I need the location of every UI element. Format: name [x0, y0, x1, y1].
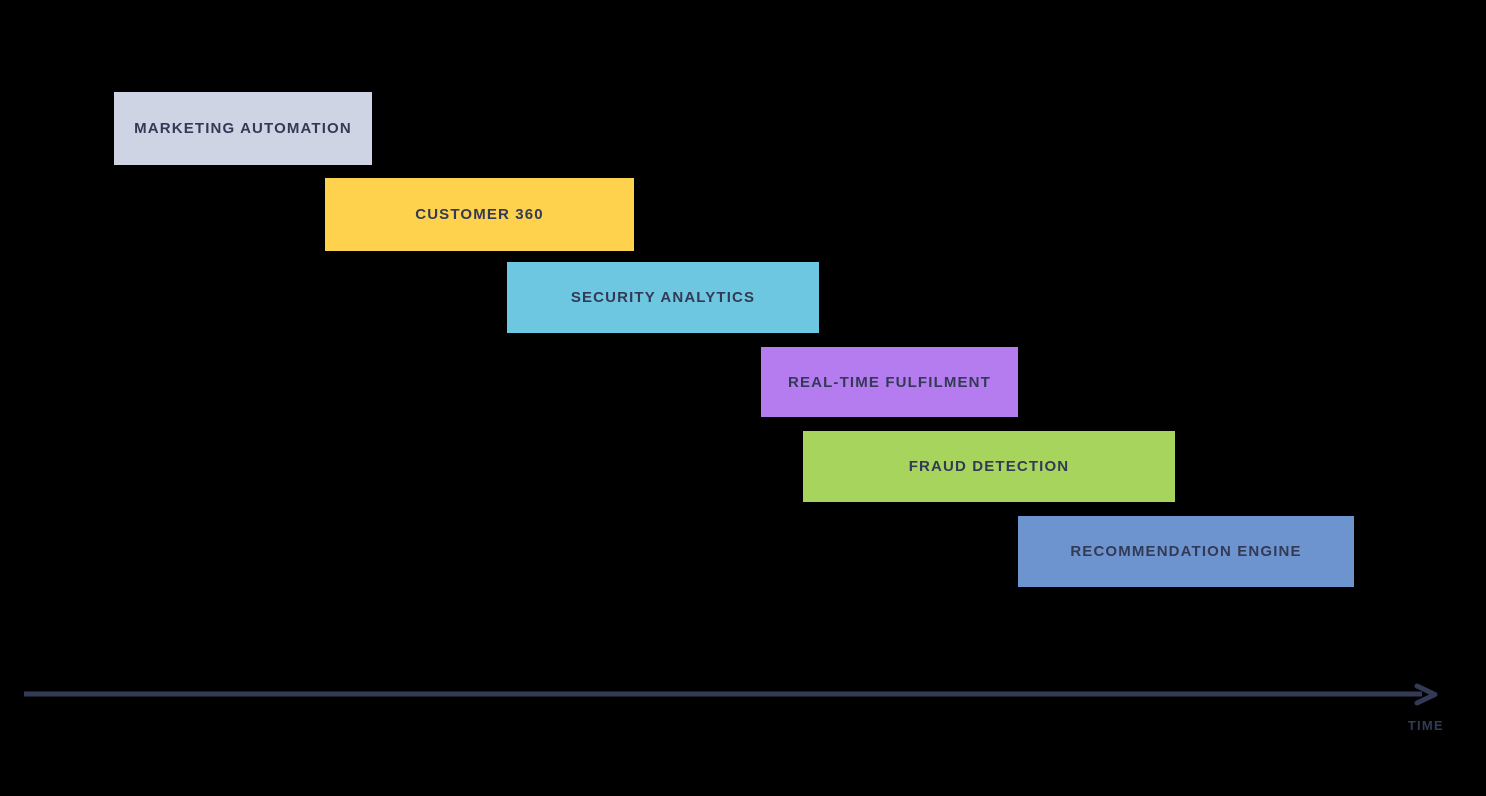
timeline-bar[interactable]: MARKETING AUTOMATION [114, 92, 372, 165]
timeline-bar-label: FRAUD DETECTION [908, 458, 1070, 475]
timeline-bar-label: CUSTOMER 360 [415, 206, 544, 223]
timeline-bar[interactable]: RECOMMENDATION ENGINE [1018, 516, 1354, 587]
time-axis [24, 683, 1444, 708]
time-axis-label: TIME [1407, 718, 1444, 733]
timeline-bar[interactable]: SECURITY ANALYTICS [507, 262, 819, 333]
timeline-bar[interactable]: CUSTOMER 360 [325, 178, 634, 251]
timeline-bar-label: SECURITY ANALYTICS [570, 289, 756, 306]
timeline-bar-label: MARKETING AUTOMATION [134, 120, 352, 137]
timeline-bar[interactable]: FRAUD DETECTION [803, 431, 1175, 502]
timeline-bar-label: REAL-TIME FULFILMENT [788, 373, 991, 391]
timeline-bar-label: RECOMMENDATION ENGINE [1070, 543, 1302, 560]
arrow-right-icon [1414, 683, 1438, 706]
timeline-bar[interactable]: REAL-TIME FULFILMENT [761, 347, 1018, 417]
